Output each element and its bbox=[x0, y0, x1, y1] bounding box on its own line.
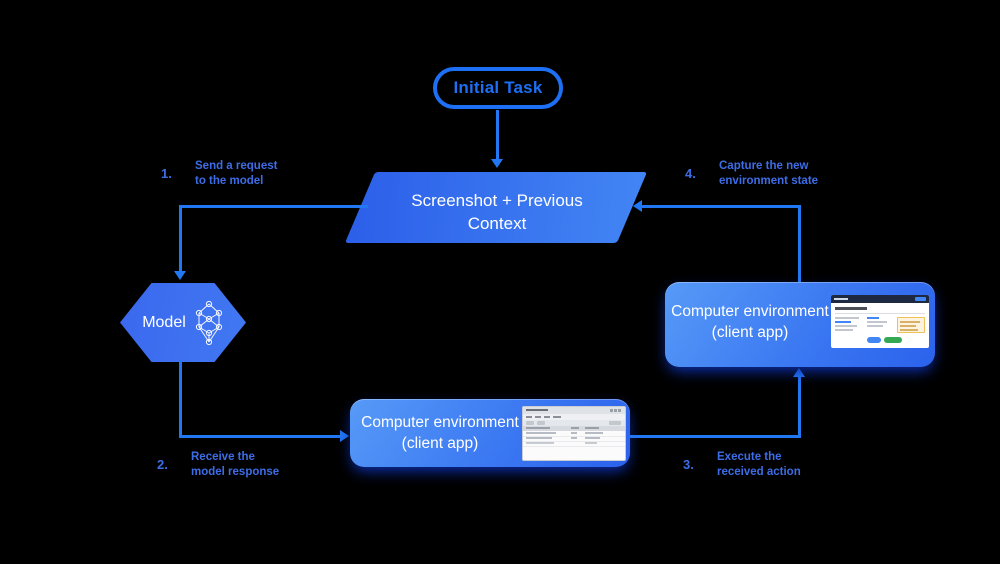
thumbnail-logo bbox=[834, 298, 848, 300]
thumbnail-table-row bbox=[523, 436, 625, 442]
connector-env-to-context-h bbox=[642, 205, 801, 208]
browser-form-thumbnail bbox=[831, 295, 929, 348]
connector-env-to-context-v bbox=[798, 206, 801, 282]
thumbnail-table-header bbox=[523, 426, 625, 431]
arrowhead-down-icon bbox=[174, 271, 186, 280]
thumbnail-titlebar bbox=[523, 407, 625, 414]
desktop-app-thumbnail bbox=[522, 406, 626, 461]
computer-environment-right-node bbox=[665, 282, 935, 367]
connector-context-to-model-v bbox=[179, 205, 182, 273]
computer-environment-right-label: Computer environment (client app) bbox=[671, 303, 829, 341]
model-node: Model bbox=[120, 283, 246, 362]
thumbnail-page-title bbox=[835, 307, 867, 310]
connector-task-to-context bbox=[496, 110, 499, 160]
arrowhead-left-icon bbox=[633, 200, 642, 212]
thumbnail-header-button bbox=[915, 297, 926, 301]
connector-env-to-env-h bbox=[630, 435, 801, 438]
thumbnail-toolbar bbox=[523, 420, 625, 426]
neural-network-icon bbox=[195, 300, 222, 345]
connector-env-to-env-v bbox=[798, 374, 801, 438]
model-label: Model bbox=[142, 313, 186, 331]
initial-task-node: Initial Task bbox=[433, 67, 563, 109]
connector-context-to-model-h bbox=[181, 205, 368, 208]
thumbnail-confirm-button bbox=[884, 337, 902, 343]
connector-model-to-env-h bbox=[179, 435, 341, 438]
thumbnail-table-row bbox=[523, 441, 625, 447]
thumbnail-menubar bbox=[523, 414, 625, 420]
arrowhead-right-icon bbox=[340, 430, 349, 442]
computer-environment-bottom-node bbox=[350, 399, 630, 467]
initial-task-label: Initial Task bbox=[453, 78, 543, 97]
computer-environment-bottom-label: Computer environment (client app) bbox=[361, 414, 519, 452]
arrowhead-down-icon bbox=[491, 159, 503, 168]
context-node-label: Screenshot + Previous Context bbox=[411, 191, 583, 233]
connector-model-to-env-v bbox=[179, 360, 182, 438]
thumbnail-notice-card bbox=[897, 317, 925, 333]
thumbnail-header-bar bbox=[831, 295, 929, 303]
arrowhead-up-icon bbox=[793, 368, 805, 377]
thumbnail-primary-button bbox=[867, 337, 881, 343]
thumbnail-table-row bbox=[523, 431, 625, 437]
